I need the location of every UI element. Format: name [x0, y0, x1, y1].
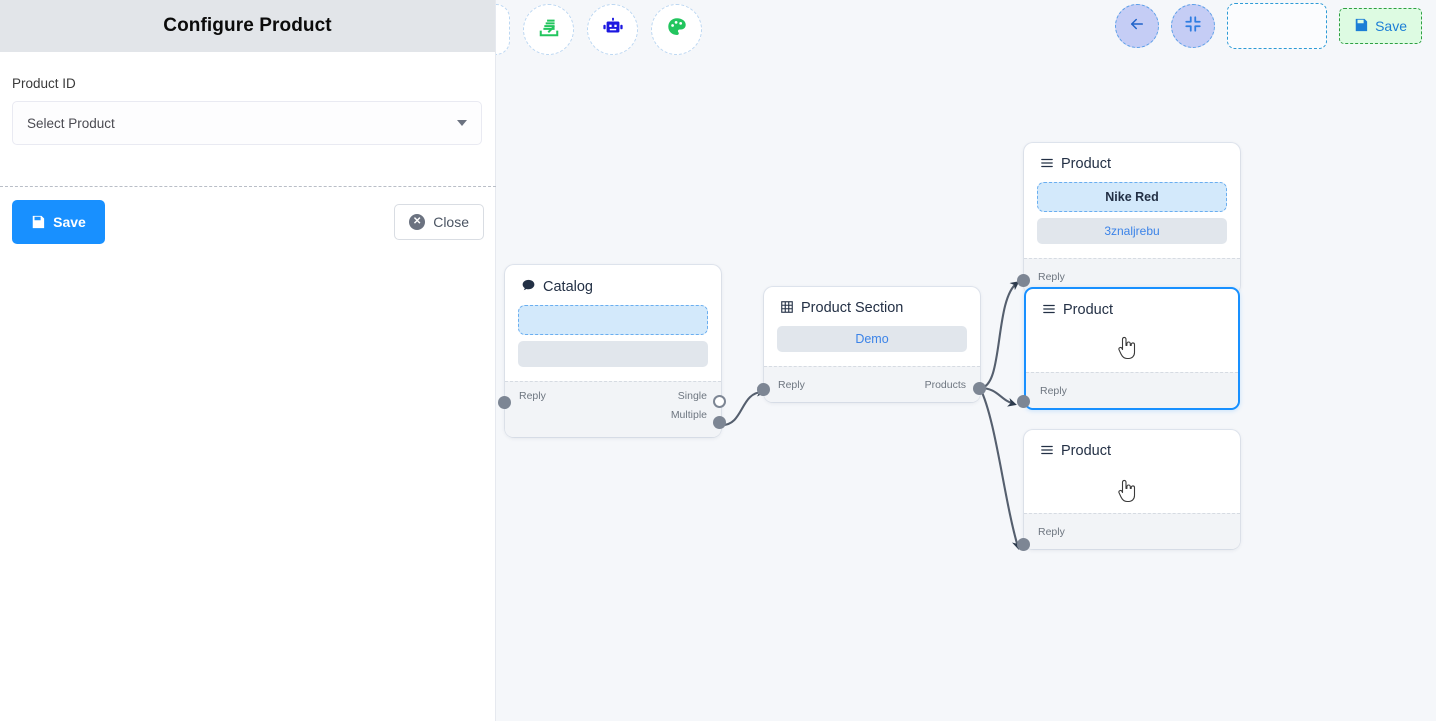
node-catalog-chip-secondary[interactable] — [518, 341, 708, 367]
product-id-select[interactable]: Select Product — [12, 101, 482, 145]
floppy-disk-icon — [1354, 18, 1368, 35]
save-button-label: Save — [53, 214, 86, 230]
save-button[interactable]: Save — [12, 200, 105, 244]
empty-toolbar-slot — [1227, 3, 1328, 49]
panel-divider — [0, 186, 496, 187]
palette-icon — [666, 16, 688, 43]
configure-product-panel: Configure Product Product ID Select Prod… — [0, 0, 496, 721]
robot-icon — [602, 16, 624, 43]
node-catalog-header: Catalog — [505, 265, 721, 295]
panel-actions: Save ✕ Close — [0, 200, 496, 244]
arrow-left-icon — [1128, 15, 1146, 38]
panel-body: Product ID Select Product — [0, 52, 495, 145]
list-lines-icon — [1040, 443, 1054, 459]
node-product-1-title: Product — [1061, 156, 1111, 172]
node-catalog-body — [505, 295, 721, 381]
port-product-3-reply[interactable] — [1017, 538, 1030, 551]
toolbar-edge-stub — [496, 4, 510, 55]
fit-to-screen-button[interactable] — [1171, 4, 1216, 48]
close-button-label: Close — [433, 214, 469, 230]
close-circle-icon: ✕ — [409, 214, 426, 230]
port-label-products: Products — [924, 378, 966, 391]
node-product-section-ports: Reply Products — [764, 366, 980, 402]
palette-icon-button[interactable] — [651, 4, 702, 55]
port-product-section-reply[interactable] — [757, 383, 770, 396]
canvas-toolbar-right: Save — [1115, 3, 1422, 49]
port-product-section-products[interactable] — [973, 382, 986, 395]
port-product-1-reply[interactable] — [1017, 274, 1030, 287]
port-label-reply: Reply — [1038, 525, 1065, 538]
stack-icon-button[interactable] — [523, 4, 574, 55]
floppy-disk-icon — [31, 215, 45, 229]
chat-bubble-icon — [521, 278, 536, 295]
flow-canvas[interactable]: Save Catalog Reply Single — [496, 0, 1436, 721]
stack-icon — [538, 16, 560, 43]
panel-header: Configure Product — [0, 0, 495, 52]
chevron-down-icon — [457, 120, 467, 126]
port-catalog-reply[interactable] — [498, 396, 511, 409]
port-label-reply: Reply — [1038, 270, 1065, 283]
canvas-save-label: Save — [1375, 18, 1407, 34]
port-label-reply: Reply — [1040, 384, 1067, 397]
back-arrow-button[interactable] — [1115, 4, 1160, 48]
node-catalog[interactable]: Catalog Reply Single Multiple — [505, 265, 721, 437]
node-product-3-ports: Reply — [1024, 513, 1240, 549]
node-product-1-chip-secondary[interactable]: 3znaljrebu — [1037, 218, 1227, 244]
product-id-select-value: Select Product — [27, 115, 115, 131]
port-label-reply: Reply — [519, 390, 546, 402]
product-id-label: Product ID — [12, 76, 76, 91]
node-product-section-chip-demo[interactable]: Demo — [777, 326, 967, 352]
page-title: Configure Product — [163, 15, 332, 36]
node-product-3-body — [1024, 459, 1240, 513]
node-product-section-header: Product Section — [764, 287, 980, 316]
canvas-save-button[interactable]: Save — [1339, 8, 1422, 44]
port-catalog-multiple[interactable] — [713, 416, 726, 429]
node-product-section-body: Demo — [764, 316, 980, 366]
node-product-1-chip-primary[interactable]: Nike Red — [1037, 182, 1227, 212]
node-product-section[interactable]: Product Section Demo Reply Products — [764, 287, 980, 402]
node-product-2-body — [1026, 318, 1238, 372]
close-button[interactable]: ✕ Close — [394, 204, 484, 240]
node-product-3[interactable]: Product Reply — [1024, 430, 1240, 549]
node-product-2-header: Product — [1026, 289, 1238, 318]
compress-arrows-icon — [1184, 15, 1202, 38]
canvas-toolbar-left — [496, 4, 702, 55]
list-lines-icon — [1042, 302, 1056, 318]
node-product-2-ports: Reply — [1026, 372, 1238, 408]
port-label-single: Single — [677, 390, 707, 402]
node-product-3-title: Product — [1061, 443, 1111, 459]
node-catalog-chip-primary[interactable] — [518, 305, 708, 335]
node-product-1-header: Product — [1024, 143, 1240, 172]
grid-table-icon — [780, 300, 794, 316]
port-label-reply: Reply — [778, 378, 805, 391]
list-lines-icon — [1040, 156, 1054, 172]
node-catalog-title: Catalog — [543, 278, 593, 295]
node-product-2[interactable]: Product Reply — [1024, 287, 1240, 410]
port-label-multiple: Multiple — [670, 409, 707, 421]
node-catalog-ports: Reply Single Multiple — [505, 381, 721, 437]
node-catalog-output-ports: Single Multiple — [671, 390, 707, 421]
port-product-2-reply[interactable] — [1017, 395, 1030, 408]
node-product-1-body: Nike Red 3znaljrebu — [1024, 172, 1240, 258]
port-catalog-single[interactable] — [713, 395, 726, 408]
node-product-section-title: Product Section — [801, 300, 904, 316]
node-product-2-title: Product — [1063, 302, 1113, 318]
node-product-1[interactable]: Product Nike Red 3znaljrebu Reply — [1024, 143, 1240, 294]
node-product-3-header: Product — [1024, 430, 1240, 459]
robot-icon-button[interactable] — [587, 4, 638, 55]
